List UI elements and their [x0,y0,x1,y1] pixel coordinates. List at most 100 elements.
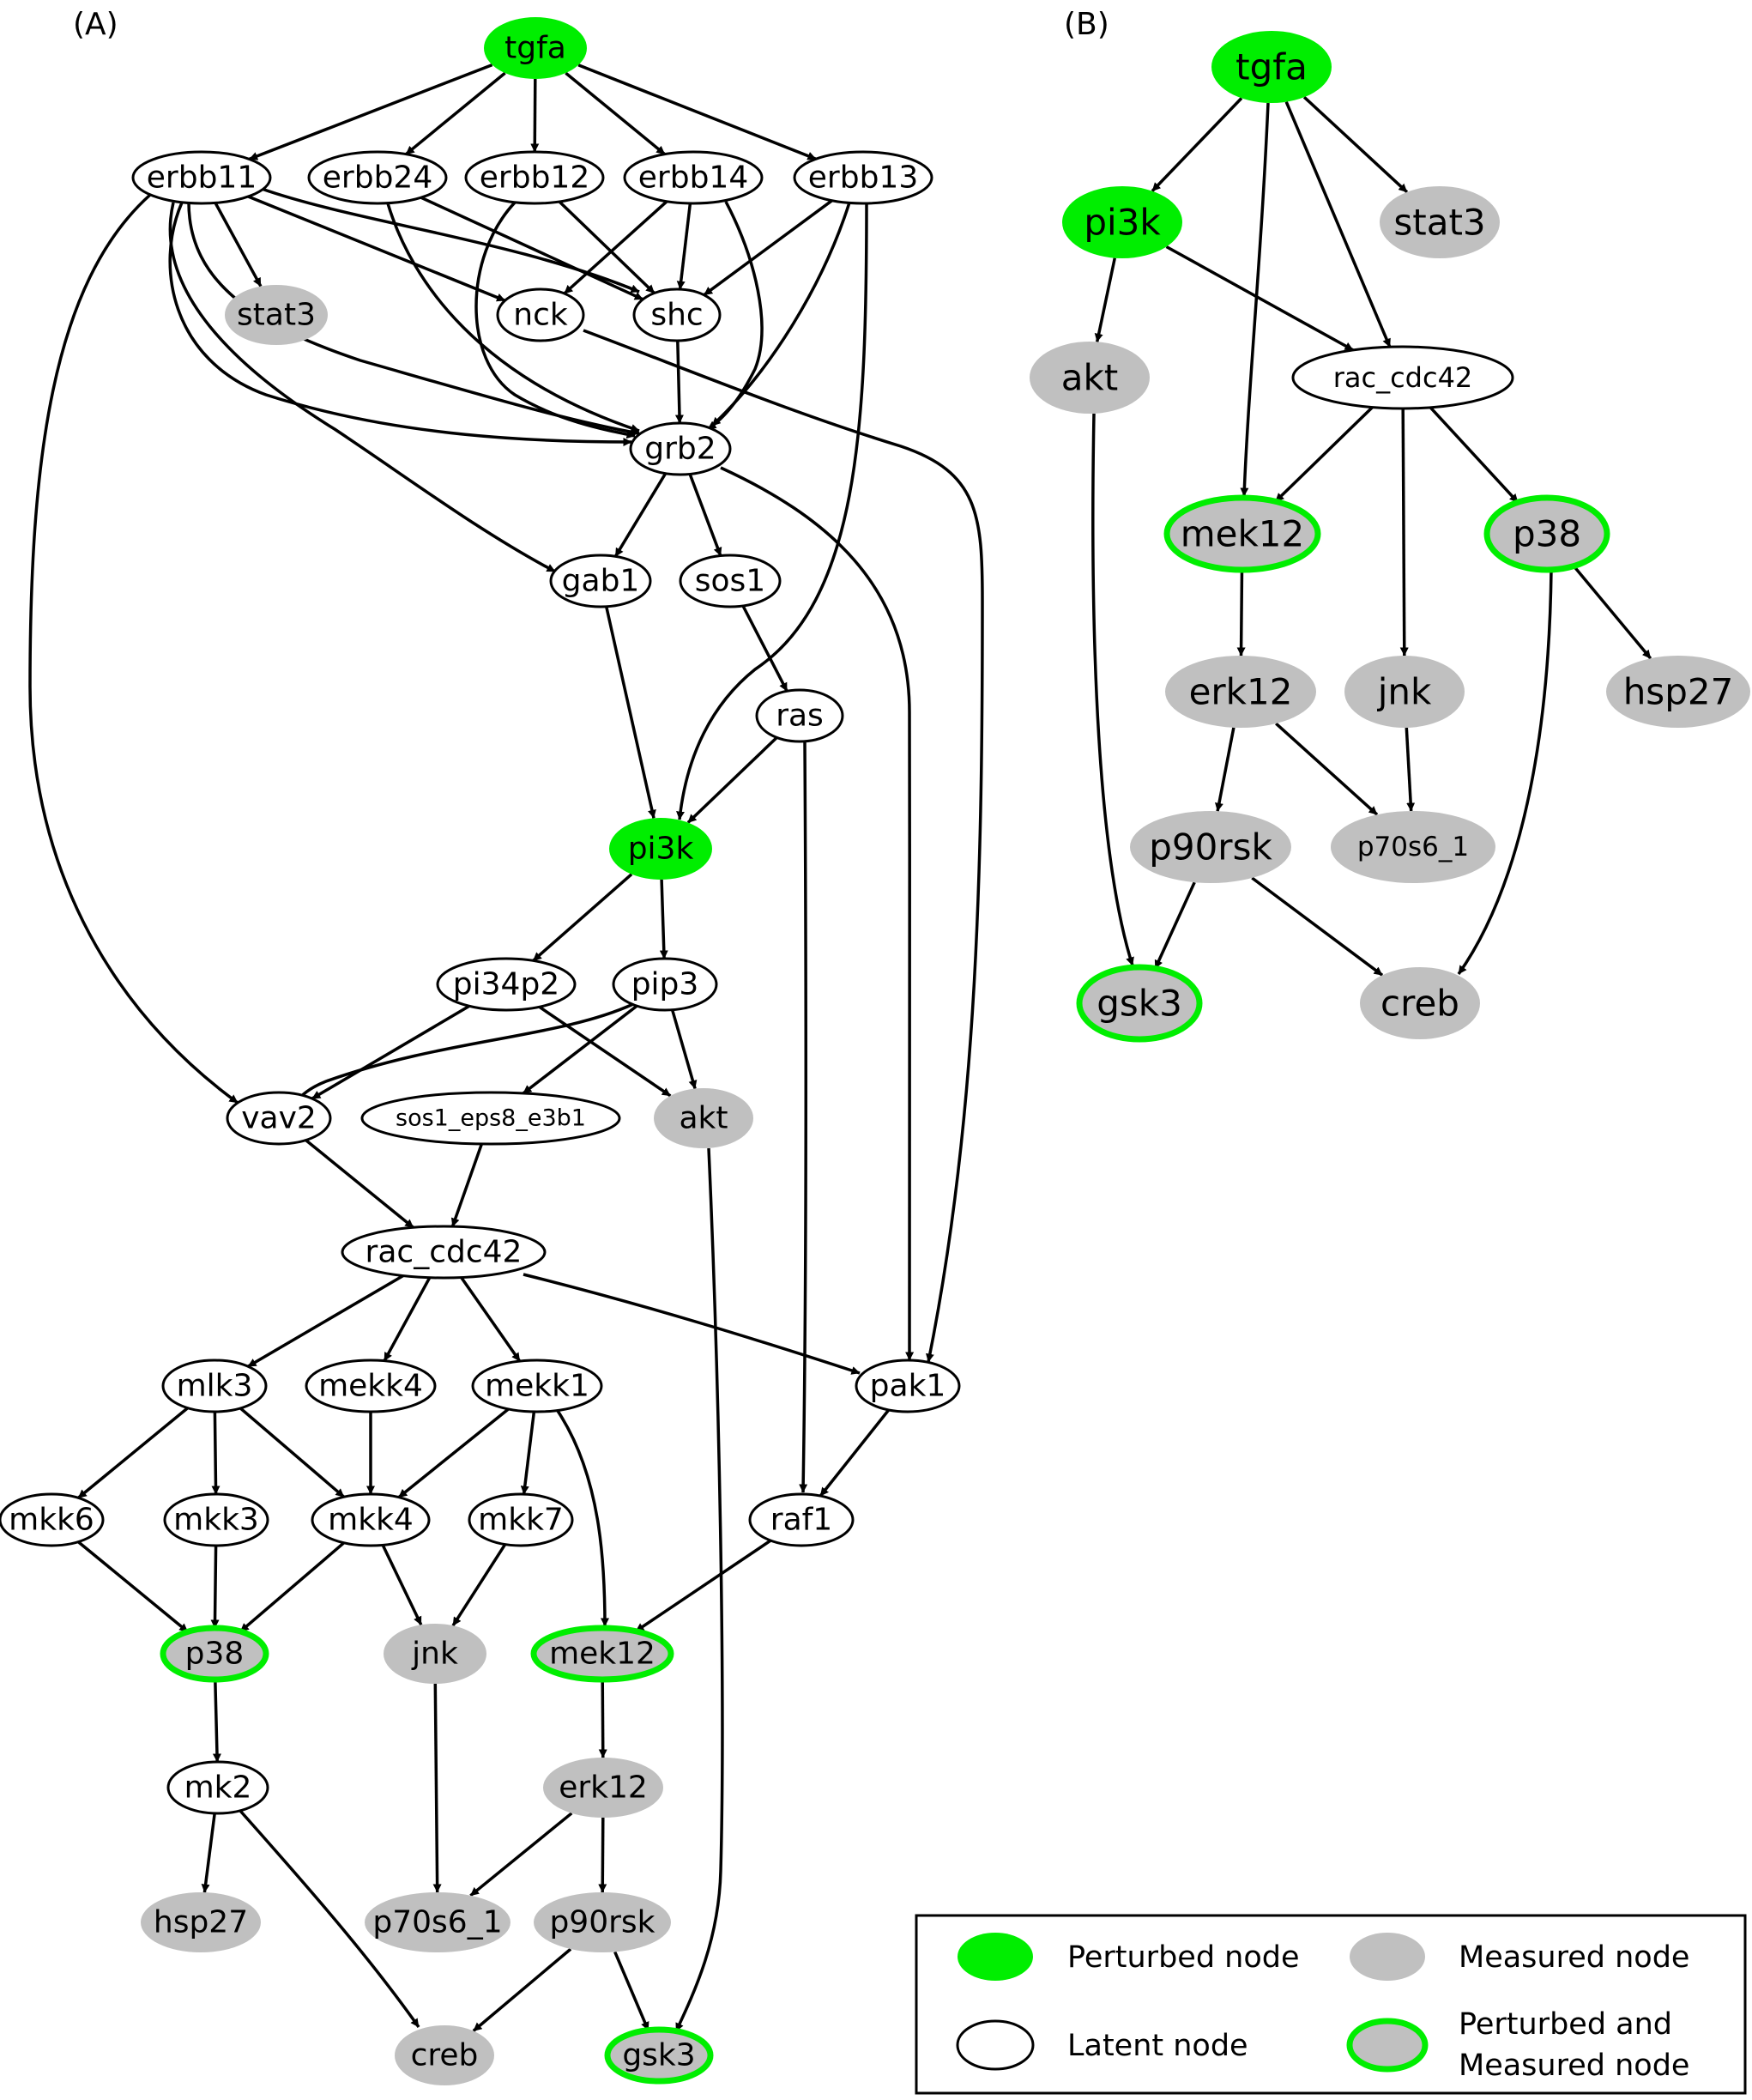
node-erk12-shape [1165,656,1316,728]
node-sos1: sos1 [679,554,782,608]
edge-erbb13-to-pi3k [676,203,868,820]
legend-latent-label: Latent node [1067,2029,1248,2063]
edge-ras-to-pi3k [686,736,778,824]
node-mekk1-label: mekk1 [485,1369,589,1404]
legend-perturbed-swatch [958,1933,1033,1981]
node-akt: akt [654,1088,753,1148]
edge-erbb12-to-grb2 [474,201,636,439]
edge-mekk1-to-mek12 [556,1410,609,1627]
node-mk2-shape [166,1760,269,1815]
node-erk12: erk12 [1165,656,1316,728]
node-erbb14: erbb14 [623,150,764,205]
edge-erbb24-to-shc [420,196,644,301]
edge-rac_cdc42-to-mekk1 [460,1276,522,1363]
node-hsp27-shape [141,1892,261,1952]
edge-rac_cdc42-to-mekk4 [383,1276,432,1362]
edge-erbb13-to-shc [703,199,833,297]
panel-a-edges [28,63,984,2032]
node-erbb13-shape [793,150,933,205]
panel-a-label: (A) [73,7,118,42]
node-tgfa: tgfa [1211,31,1332,103]
node-pip3-label: pip3 [631,967,699,1002]
edge-mkk4-to-jnk [381,1544,423,1626]
edge-erbb14-to-shc [676,203,692,290]
node-gsk3: gsk3 [604,2026,714,2085]
node-creb: creb [1360,967,1480,1039]
legend-perturbed-label: Perturbed node [1067,1940,1300,1975]
legend: Perturbed node Measured node Latent node… [915,1914,1747,2095]
edge-pi3k-to-pip3 [659,879,668,959]
node-tgfa-shape [484,17,587,79]
node-creb-label: creb [411,2038,479,2073]
node-rac_cdc42-shape [341,1225,547,1280]
node-mkk3-label: mkk3 [173,1503,259,1538]
edge-pi34p2-to-vav2 [311,1004,470,1100]
edge-raf1-to-mek12 [635,1539,772,1633]
node-mkk3-shape [163,1492,269,1547]
node-mek12-label: mek12 [549,1637,655,1672]
edge-mk2-to-creb [239,1809,420,2029]
node-pi3k-shape [609,818,712,880]
node-erbb11-shape [131,150,272,205]
node-gsk3-label: gsk3 [1097,983,1182,1025]
node-jnk-label: jnk [1377,671,1432,713]
node-erk12-shape [543,1758,663,1818]
node-sos1-shape [679,554,782,608]
node-p90rsk: p90rsk [534,1892,671,1952]
node-p70s6_1-label: p70s6_1 [372,1905,502,1940]
node-pi3k: pi3k [609,818,712,880]
node-mlk3: mlk3 [161,1359,268,1413]
node-mkk3: mkk3 [163,1492,269,1547]
edge-mekk1-to-mkk7 [520,1411,536,1495]
node-erk12-label: erk12 [559,1770,648,1806]
edge-erbb13-to-grb2 [710,202,851,427]
node-mekk4: mekk4 [305,1359,437,1413]
edge-tgfa-to-erbb24 [405,71,506,156]
node-gab1-shape [549,554,652,608]
node-sos1_eps8_e3b1-shape [360,1091,621,1146]
node-creb-shape [1360,967,1480,1039]
node-mkk4-label: mkk4 [328,1503,414,1538]
node-jnk: jnk [1344,656,1465,728]
node-p70s6_1: p70s6_1 [365,1892,510,1952]
node-mek12: mek12 [530,1625,674,1683]
edge-tgfa-to-mek12 [1240,102,1270,497]
node-p38-label: p38 [1513,513,1581,555]
node-pi3k: pi3k [1062,186,1182,258]
node-hsp27-label: hsp27 [1623,671,1734,713]
edge-tgfa-to-stat3 [1302,95,1409,194]
edge-gab1-to-pi3k [604,606,656,819]
edge-erk12-to-p70s6_1 [469,1812,573,1897]
edge-mekk1-to-mkk4 [397,1407,510,1499]
node-raf1-label: raf1 [770,1503,832,1538]
node-stat3-label: stat3 [1393,202,1485,244]
edge-rac_cdc42-to-jnk [1399,408,1409,657]
node-p90rsk-shape [534,1892,671,1952]
node-ras: ras [755,688,844,743]
node-erbb14-label: erbb14 [638,160,748,196]
node-akt-shape [1030,342,1150,414]
edge-tgfa-to-pi3k [1151,97,1243,192]
node-raf1-shape [748,1492,855,1547]
legend-measured-label: Measured node [1459,1940,1689,1975]
edge-mkk4-to-p38 [239,1541,346,1633]
node-pi3k-label: pi3k [1084,202,1161,244]
node-creb-label: creb [1380,983,1459,1025]
node-p38: p38 [1483,494,1610,573]
edge-mek12-to-erk12 [598,1679,607,1758]
edge-pak1-to-raf1 [819,1408,891,1498]
node-shc: shc [632,287,722,342]
node-p38-shape [1483,494,1610,573]
node-hsp27-label: hsp27 [154,1905,248,1940]
node-grb2-shape [629,421,732,476]
node-akt-label: akt [1061,357,1119,399]
node-pak1-label: pak1 [870,1369,946,1404]
node-gsk3-shape [1076,964,1203,1043]
edge-p38-to-hsp27 [1572,565,1652,660]
node-p70s6_1-shape [1331,811,1495,883]
edge-erbb11-to-vav2 [28,193,239,1104]
node-erbb12: erbb12 [464,150,605,205]
node-mekk1: mekk1 [471,1359,603,1413]
